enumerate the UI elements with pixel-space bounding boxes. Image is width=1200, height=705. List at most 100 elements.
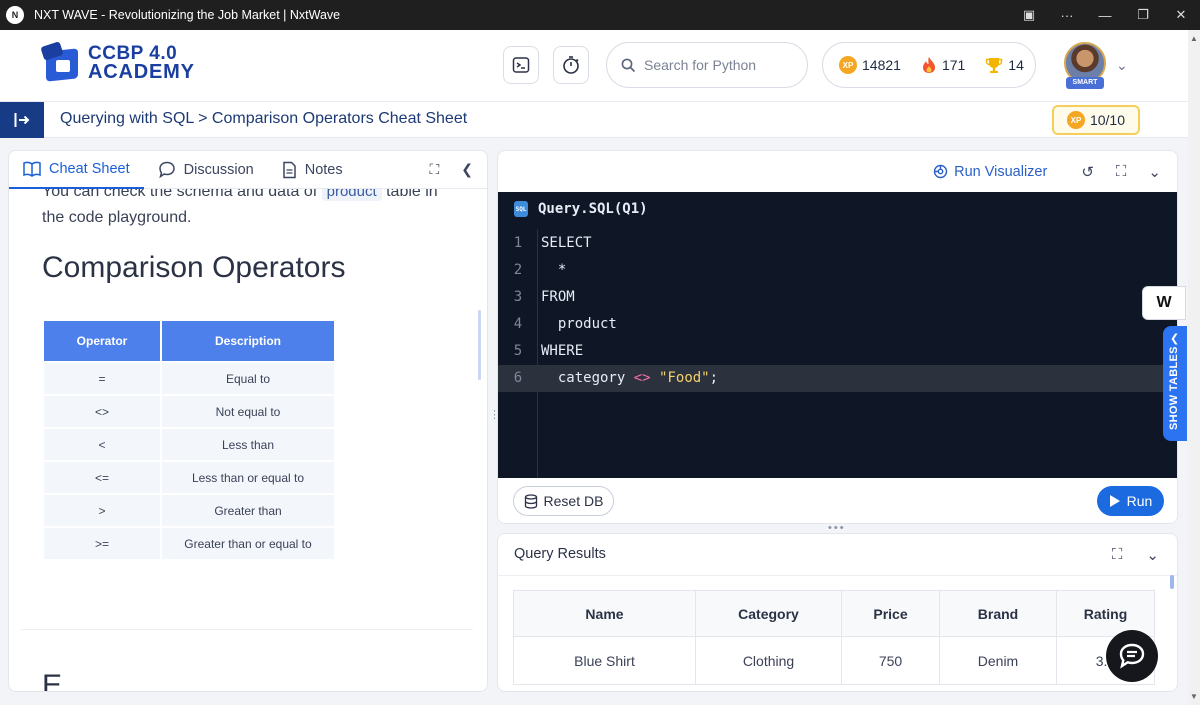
play-icon xyxy=(1109,495,1120,507)
editor-chevron-down-icon[interactable]: ⌄ xyxy=(1148,163,1161,181)
expand-results-icon[interactable]: ⛶ xyxy=(1111,546,1123,563)
table-row: =Equal to xyxy=(44,363,334,394)
results-title: Query Results xyxy=(514,546,606,562)
restore-button[interactable]: ❐ xyxy=(1137,7,1149,22)
table-row: >=Greater than or equal to xyxy=(44,528,334,559)
code-text: SELECT xyxy=(541,235,592,251)
column-header: Name xyxy=(513,590,696,637)
more-icon[interactable]: ··· xyxy=(1060,7,1074,23)
code-line[interactable]: 2 * xyxy=(498,257,1177,284)
top-header: CCBP 4.0 ACADEMY Search for Python XP 14… xyxy=(0,30,1188,102)
expand-editor-icon[interactable]: ⛶ xyxy=(1115,163,1127,180)
code-text: WHERE xyxy=(541,343,584,359)
results-scrollbar[interactable] xyxy=(1170,575,1174,589)
reset-db-label: Reset DB xyxy=(543,493,604,509)
left-scrollbar[interactable] xyxy=(478,310,481,380)
table-header-description: Description xyxy=(162,321,334,361)
description-cell: Equal to xyxy=(162,363,334,394)
scroll-down-icon[interactable]: ▼ xyxy=(1190,692,1198,701)
table-row: <=Less than or equal to xyxy=(44,462,334,493)
reset-db-button[interactable]: Reset DB xyxy=(513,486,614,516)
xp-value: 14821 xyxy=(862,57,901,73)
code-line[interactable]: 4 product xyxy=(498,311,1177,338)
logo-line1: CCBP 4.0 xyxy=(88,43,178,64)
app-mode-icon[interactable]: ▣ xyxy=(1022,7,1036,22)
search-box[interactable]: Search for Python xyxy=(606,42,808,88)
table-cell: Denim xyxy=(939,636,1057,685)
tab-notes[interactable]: Notes xyxy=(268,151,357,189)
results-table: Name Category Price Brand Rating Blue Sh… xyxy=(513,590,1155,685)
operator-cell: < xyxy=(44,429,160,460)
table-header-operator: Operator xyxy=(44,321,160,361)
description-cell: Greater than or equal to xyxy=(162,528,334,559)
operator-cell: > xyxy=(44,495,160,526)
code-line[interactable]: 1 SELECT xyxy=(498,230,1177,257)
streak-value: 171 xyxy=(941,57,966,73)
terminal-icon xyxy=(512,57,530,73)
code-editor[interactable]: SQL Query.SQL(Q1) 1 SELECT 2 * 3 FROM 4 … xyxy=(498,192,1177,478)
terminal-button[interactable] xyxy=(503,46,539,84)
code-line[interactable]: 5 WHERE xyxy=(498,338,1177,365)
database-icon xyxy=(524,493,537,509)
breadcrumb[interactable]: Querying with SQL > Comparison Operators… xyxy=(60,110,468,127)
code-line[interactable]: 3 FROM xyxy=(498,284,1177,311)
description-cell: Less than or equal to xyxy=(162,462,334,493)
table-cell: Blue Shirt xyxy=(513,636,696,685)
left-tabs: Cheat Sheet Discussion Notes ⛶ ❮ xyxy=(9,151,487,189)
operators-table: Operator Description =Equal to <>Not equ… xyxy=(42,319,336,561)
operator-cell: = xyxy=(44,363,160,394)
timer-button[interactable] xyxy=(553,46,589,84)
code-line-active[interactable]: 6 category <> "Food"; xyxy=(498,365,1177,392)
tab-discussion[interactable]: Discussion xyxy=(144,151,268,189)
score-value: 10/10 xyxy=(1089,112,1126,128)
sidebar-toggle-button[interactable] xyxy=(0,102,44,138)
document-icon xyxy=(282,161,296,178)
profile-chevron-down-icon[interactable]: ⌄ xyxy=(1116,57,1128,73)
code-text: category <> "Food"; xyxy=(557,370,719,386)
run-button[interactable]: Run xyxy=(1097,486,1164,516)
book-icon xyxy=(23,161,41,177)
fullscreen-icon[interactable]: ⛶ xyxy=(429,161,440,177)
next-section-heading: E xyxy=(42,669,63,692)
chat-support-button[interactable] xyxy=(1106,630,1158,682)
w-widget-button[interactable]: W xyxy=(1142,286,1186,320)
vertical-resize-handle[interactable]: ••• xyxy=(828,522,846,534)
editor-actions: Reset DB Run xyxy=(498,478,1177,523)
app-icon: N xyxy=(6,6,24,24)
operator-cell: >= xyxy=(44,528,160,559)
line-number: 2 xyxy=(513,262,523,278)
minimize-button[interactable]: — xyxy=(1098,7,1112,23)
expand-arrow-icon xyxy=(14,113,30,127)
table-row: Blue Shirt Clothing 750 Denim 3.8 xyxy=(513,636,1155,685)
close-button[interactable]: ✕ xyxy=(1175,7,1187,22)
run-visualizer-button[interactable]: Run Visualizer xyxy=(933,164,1047,180)
show-tables-button[interactable]: ❮ SHOW TABLES xyxy=(1163,326,1187,441)
logo-line2: ACADEMY xyxy=(88,61,195,83)
fire-icon xyxy=(922,57,935,73)
search-icon xyxy=(621,58,636,72)
code-text: product xyxy=(541,316,617,332)
chevron-left-icon: ❮ xyxy=(1170,333,1180,345)
stopwatch-icon xyxy=(563,56,579,74)
ccbp-logo[interactable]: CCBP 4.0 ACADEMY xyxy=(40,41,195,83)
xp-coin-icon: XP xyxy=(839,56,857,74)
operator-cell: <> xyxy=(44,396,160,427)
window-scrollbar[interactable]: ▲ ▼ xyxy=(1188,30,1200,705)
chat-bubble-icon xyxy=(158,161,175,178)
chat-icon xyxy=(1119,643,1145,669)
results-chevron-down-icon[interactable]: ⌄ xyxy=(1146,547,1159,564)
user-stats[interactable]: XP 14821 171 14 xyxy=(822,42,1036,88)
cheat-sheet-panel: Cheat Sheet Discussion Notes ⛶ ❮ You can… xyxy=(8,150,488,692)
xp-stat: XP 14821 xyxy=(839,56,901,74)
line-number: 6 xyxy=(513,370,523,386)
cheat-sheet-content: You can check the schema and data of pro… xyxy=(9,179,479,692)
editor-panel: Run Visualizer ↺ ⛶ ⌄ SQL Query.SQL(Q1) 1… xyxy=(497,150,1178,524)
collapse-left-icon[interactable]: ❮ xyxy=(461,161,473,177)
tab-cheat-sheet[interactable]: Cheat Sheet xyxy=(9,151,144,189)
panel-resize-handle[interactable]: ⋮ xyxy=(489,409,500,421)
scroll-up-icon[interactable]: ▲ xyxy=(1190,34,1198,43)
table-cell: 750 xyxy=(841,636,940,685)
code-text: FROM xyxy=(541,289,575,305)
show-tables-label: SHOW TABLES xyxy=(1168,346,1180,430)
reset-code-icon[interactable]: ↺ xyxy=(1081,163,1094,181)
